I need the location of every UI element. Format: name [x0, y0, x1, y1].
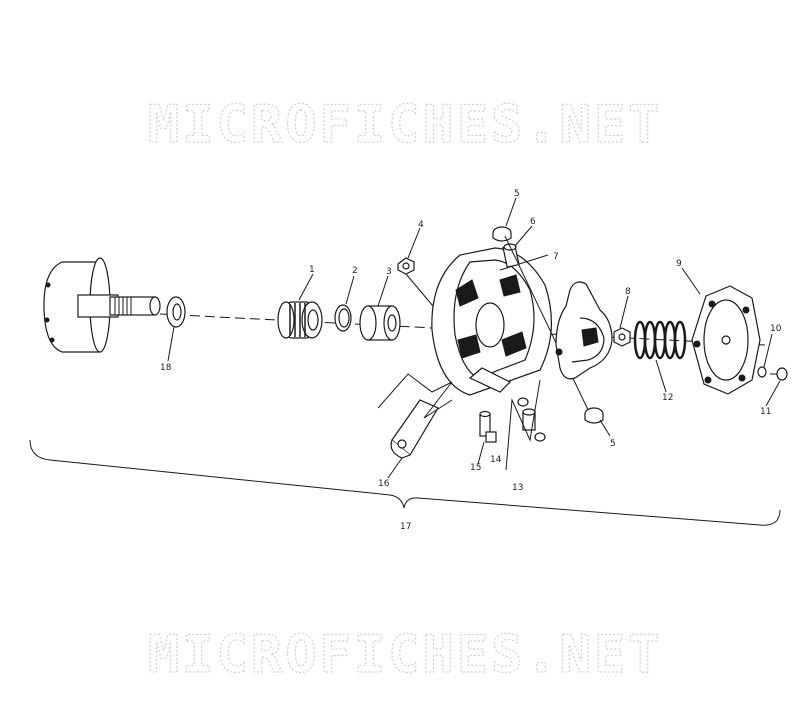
- cover-9: [691, 285, 761, 395]
- callout-1: 1: [309, 265, 315, 275]
- callout-3: 3: [386, 267, 392, 277]
- callout-2: 2: [352, 266, 358, 276]
- bushing-14: [517, 397, 536, 431]
- ring-2: [334, 304, 352, 332]
- shoe-16: [390, 399, 439, 459]
- fixed-sheave-shaft: [43, 257, 161, 353]
- bolt-15: [479, 410, 497, 443]
- callout-5-top: 5: [514, 189, 520, 199]
- callout-10: 10: [770, 324, 782, 334]
- button-5-top: [492, 226, 512, 242]
- nut-4: [397, 257, 415, 275]
- spring-12: [633, 320, 687, 360]
- callout-12: 12: [662, 393, 673, 403]
- screw-11: [770, 367, 788, 381]
- assembly-brace: [29, 439, 781, 526]
- spider-cam: [555, 281, 613, 380]
- callout-15: 15: [470, 463, 481, 473]
- callout-16: 16: [378, 479, 390, 489]
- callout-9: 9: [676, 259, 682, 269]
- callout-13: 13: [512, 483, 523, 493]
- callout-18: 18: [160, 363, 172, 373]
- leader-lines: [167, 197, 781, 479]
- callout-8: 8: [625, 287, 631, 297]
- watermark-top: MICROFICHES.NET: [148, 95, 663, 155]
- watermark-bottom: MICROFICHES.NET: [148, 625, 663, 685]
- spacer-3: [359, 305, 401, 341]
- callout-6: 6: [530, 217, 536, 227]
- washer-10: [757, 366, 767, 378]
- callout-17: 17: [400, 522, 411, 532]
- callout-5-bottom: 5: [610, 439, 616, 449]
- callout-4: 4: [418, 220, 424, 230]
- roller-1: [277, 301, 323, 339]
- washer-18: [166, 296, 186, 328]
- bushing-13: [534, 432, 546, 442]
- callout-7: 7: [553, 252, 559, 262]
- moveable-sheave-7: [431, 247, 552, 396]
- callout-14: 14: [490, 455, 502, 465]
- nut-8: [613, 327, 631, 347]
- callout-11: 11: [760, 407, 771, 417]
- button-5-bottom: [584, 407, 604, 424]
